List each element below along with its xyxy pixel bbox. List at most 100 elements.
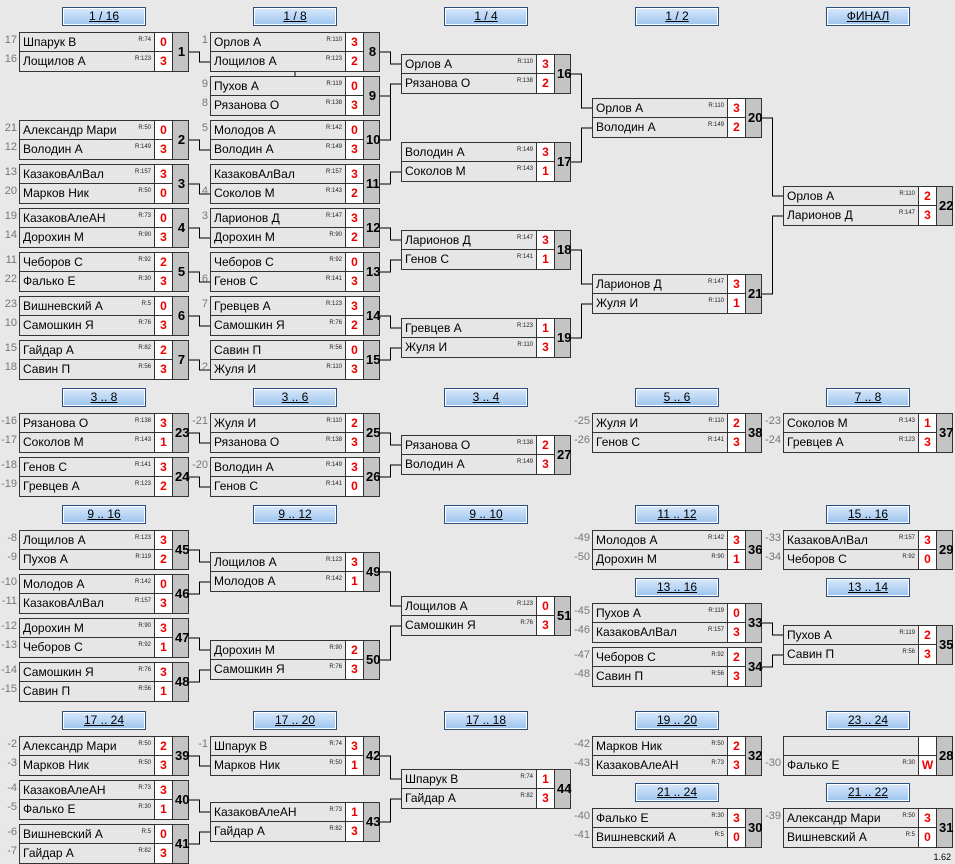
player-row[interactable] (784, 737, 918, 756)
